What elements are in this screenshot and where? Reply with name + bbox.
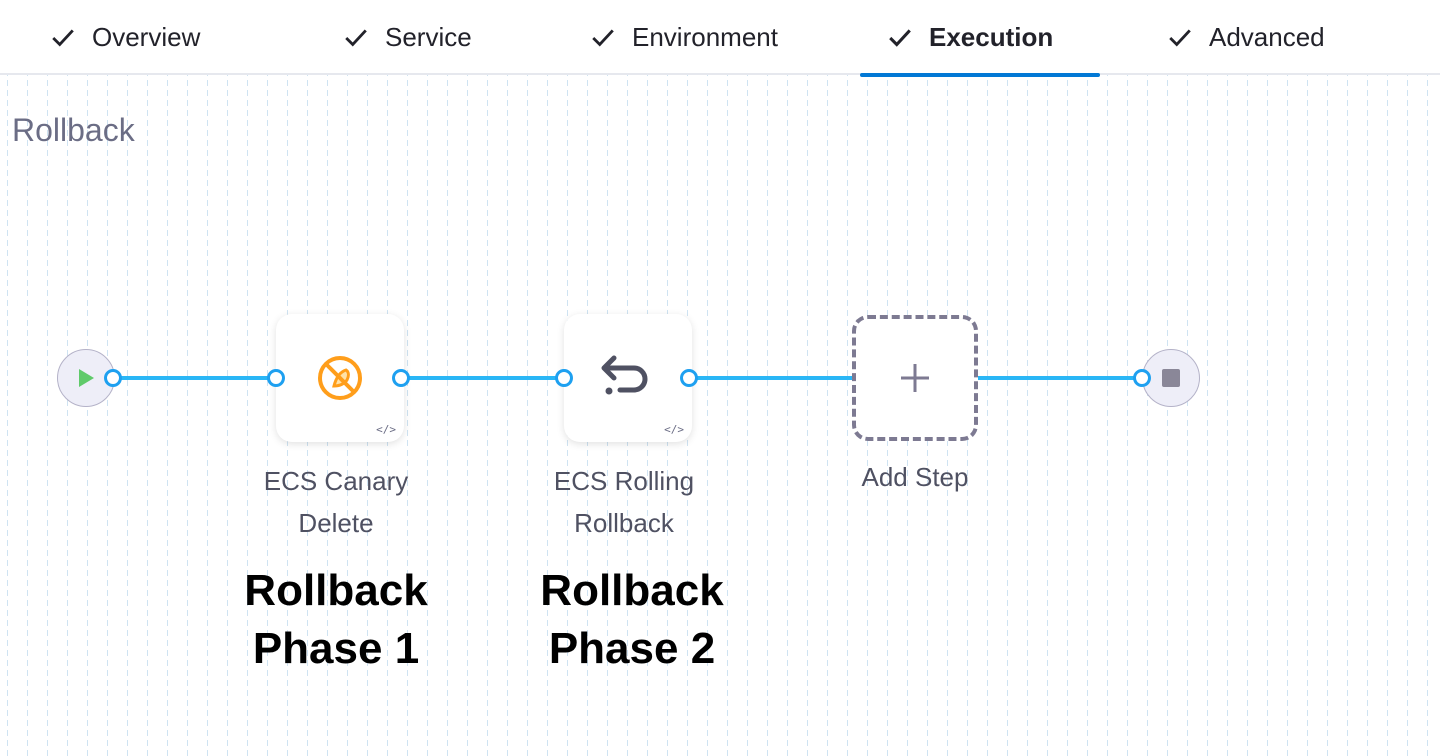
add-step-button[interactable] xyxy=(852,315,978,441)
play-icon xyxy=(79,369,94,387)
step-ecs-canary-delete[interactable]: </> xyxy=(276,314,404,442)
check-icon xyxy=(52,28,74,47)
tab-label: Overview xyxy=(92,22,201,52)
yaml-icon: </> xyxy=(376,423,396,436)
tab-service[interactable]: Service xyxy=(343,0,472,75)
connector-port xyxy=(392,369,410,387)
connector-port xyxy=(1133,369,1151,387)
step-label: ECS Canary Delete xyxy=(263,466,409,538)
tab-advanced[interactable]: Advanced xyxy=(1167,0,1325,75)
pipeline-end-node[interactable] xyxy=(1142,349,1200,407)
stop-icon xyxy=(1162,369,1180,387)
phase-annotation: Rollback Phase 1 xyxy=(244,566,428,673)
connector xyxy=(978,376,1144,380)
plus-icon xyxy=(901,364,929,392)
check-icon xyxy=(592,28,614,47)
tab-label: Service xyxy=(385,22,472,52)
wizard-tabs: Overview Service Environment Execution A… xyxy=(0,0,1440,77)
add-step-label: Add Step xyxy=(861,462,969,492)
connector xyxy=(120,376,278,380)
active-tab-indicator xyxy=(860,73,1100,77)
connector-port xyxy=(104,369,122,387)
tab-label: Execution xyxy=(929,22,1054,52)
check-icon xyxy=(1169,28,1191,47)
check-icon xyxy=(889,28,911,47)
section-title: Rollback xyxy=(12,112,135,148)
tab-execution[interactable]: Execution xyxy=(887,0,1053,75)
connector-port xyxy=(267,369,285,387)
yaml-icon: </> xyxy=(664,423,684,436)
step-label: ECS Rolling Rollback xyxy=(553,466,695,538)
connector xyxy=(408,376,566,380)
rollback-arrow-icon xyxy=(601,355,648,395)
tab-label: Advanced xyxy=(1209,22,1325,52)
canary-delete-icon xyxy=(318,356,362,400)
step-ecs-rolling-rollback[interactable]: </> xyxy=(564,314,692,442)
connector-port xyxy=(555,369,573,387)
check-icon xyxy=(345,28,367,47)
phase-annotation: Rollback Phase 2 xyxy=(540,566,724,673)
tab-label: Environment xyxy=(632,22,778,52)
tab-environment[interactable]: Environment xyxy=(590,0,778,75)
tab-overview[interactable]: Overview xyxy=(50,0,200,75)
connector-port xyxy=(680,369,698,387)
connector xyxy=(696,376,854,380)
